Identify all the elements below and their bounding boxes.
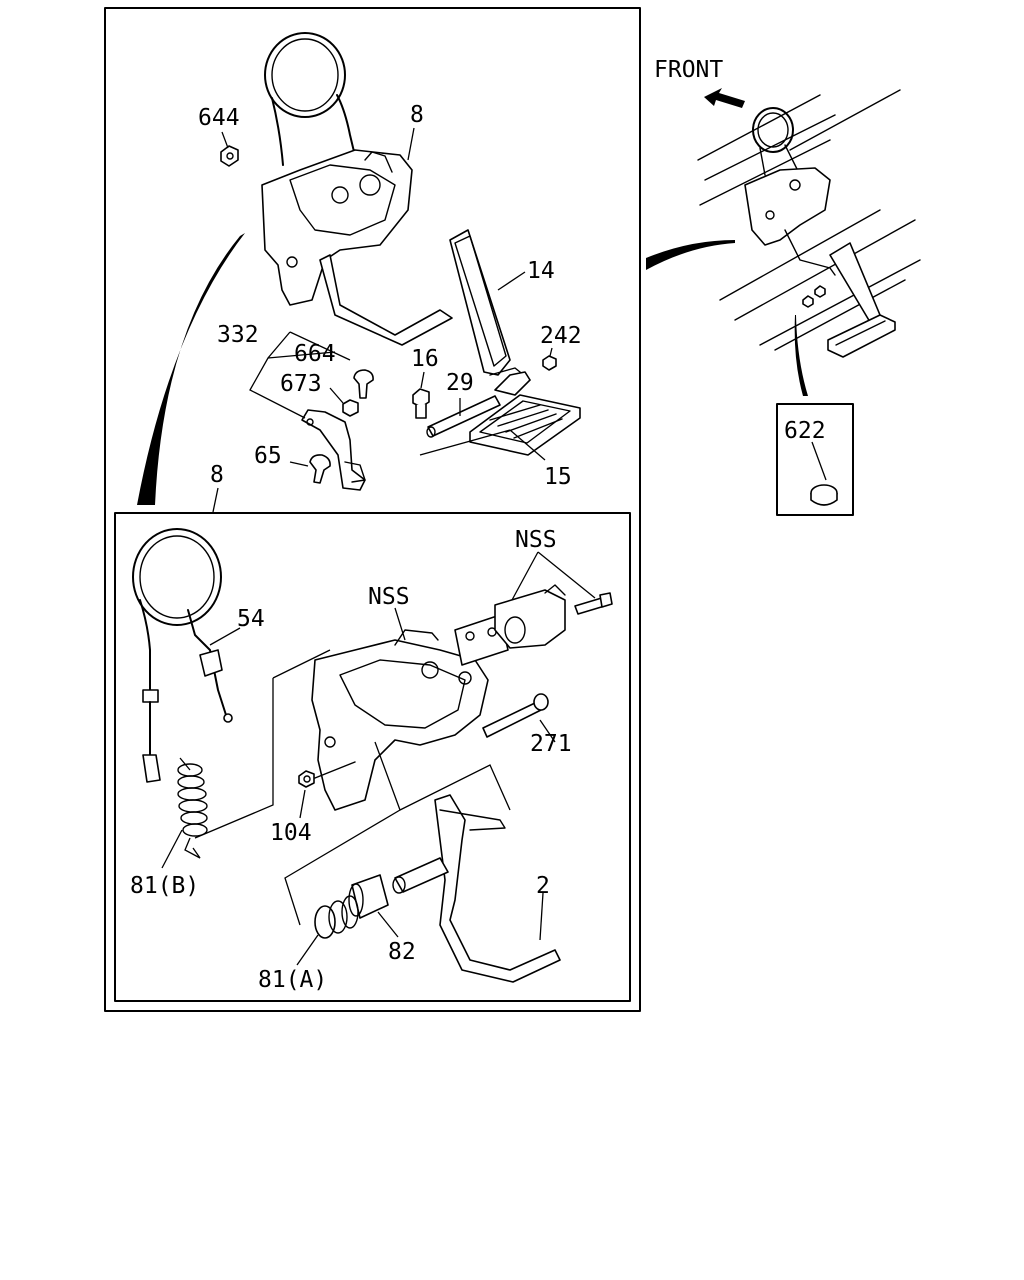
label-15: 15 xyxy=(544,464,572,490)
inset-bracket xyxy=(298,629,489,811)
hardware-16-29-242 xyxy=(412,355,557,438)
front-arrow-icon xyxy=(704,88,745,108)
label-54: 54 xyxy=(237,606,265,632)
inset-cable-assembly xyxy=(132,528,233,783)
label-242: 242 xyxy=(540,323,582,349)
callout-band-left xyxy=(137,233,245,505)
label-673: 673 xyxy=(280,371,322,397)
label-65: 65 xyxy=(254,443,282,469)
label-664: 664 xyxy=(294,341,336,367)
front-label: FRONT xyxy=(654,57,723,83)
grommet-622 xyxy=(810,484,838,506)
inset-frame xyxy=(114,512,631,1002)
bolt-271 xyxy=(482,693,549,738)
label-nss-right: NSS xyxy=(515,527,557,553)
pedal-pad xyxy=(469,371,581,456)
leader-lines xyxy=(161,127,827,966)
label-271: 271 xyxy=(530,731,572,757)
callout-band-622 xyxy=(794,315,808,396)
label-2: 2 xyxy=(536,873,550,899)
label-81a: 81(A) xyxy=(258,967,327,993)
label-29: 29 xyxy=(446,370,474,396)
grommet-frame xyxy=(776,403,854,516)
accelerator-pedal xyxy=(449,229,531,381)
pedal-arm-set xyxy=(314,794,561,983)
label-nss-left: NSS xyxy=(368,584,410,610)
label-16: 16 xyxy=(411,346,439,372)
label-104: 104 xyxy=(270,820,312,846)
spring-81b xyxy=(177,763,208,837)
label-82: 82 xyxy=(388,939,416,965)
callout-band-right xyxy=(646,240,735,270)
nss-switch xyxy=(454,584,613,666)
bracket-set xyxy=(301,369,374,491)
main-frame xyxy=(104,7,641,1012)
label-644: 644 xyxy=(198,105,240,131)
label-8-inset: 8 xyxy=(210,462,224,488)
label-8-top: 8 xyxy=(410,102,424,128)
vehicle-location-view xyxy=(697,89,921,358)
label-14: 14 xyxy=(527,258,555,284)
label-622: 622 xyxy=(784,418,826,444)
label-81b: 81(B) xyxy=(130,873,199,899)
top-pedal-bracket-assembly xyxy=(220,32,453,346)
label-332: 332 xyxy=(217,322,259,348)
